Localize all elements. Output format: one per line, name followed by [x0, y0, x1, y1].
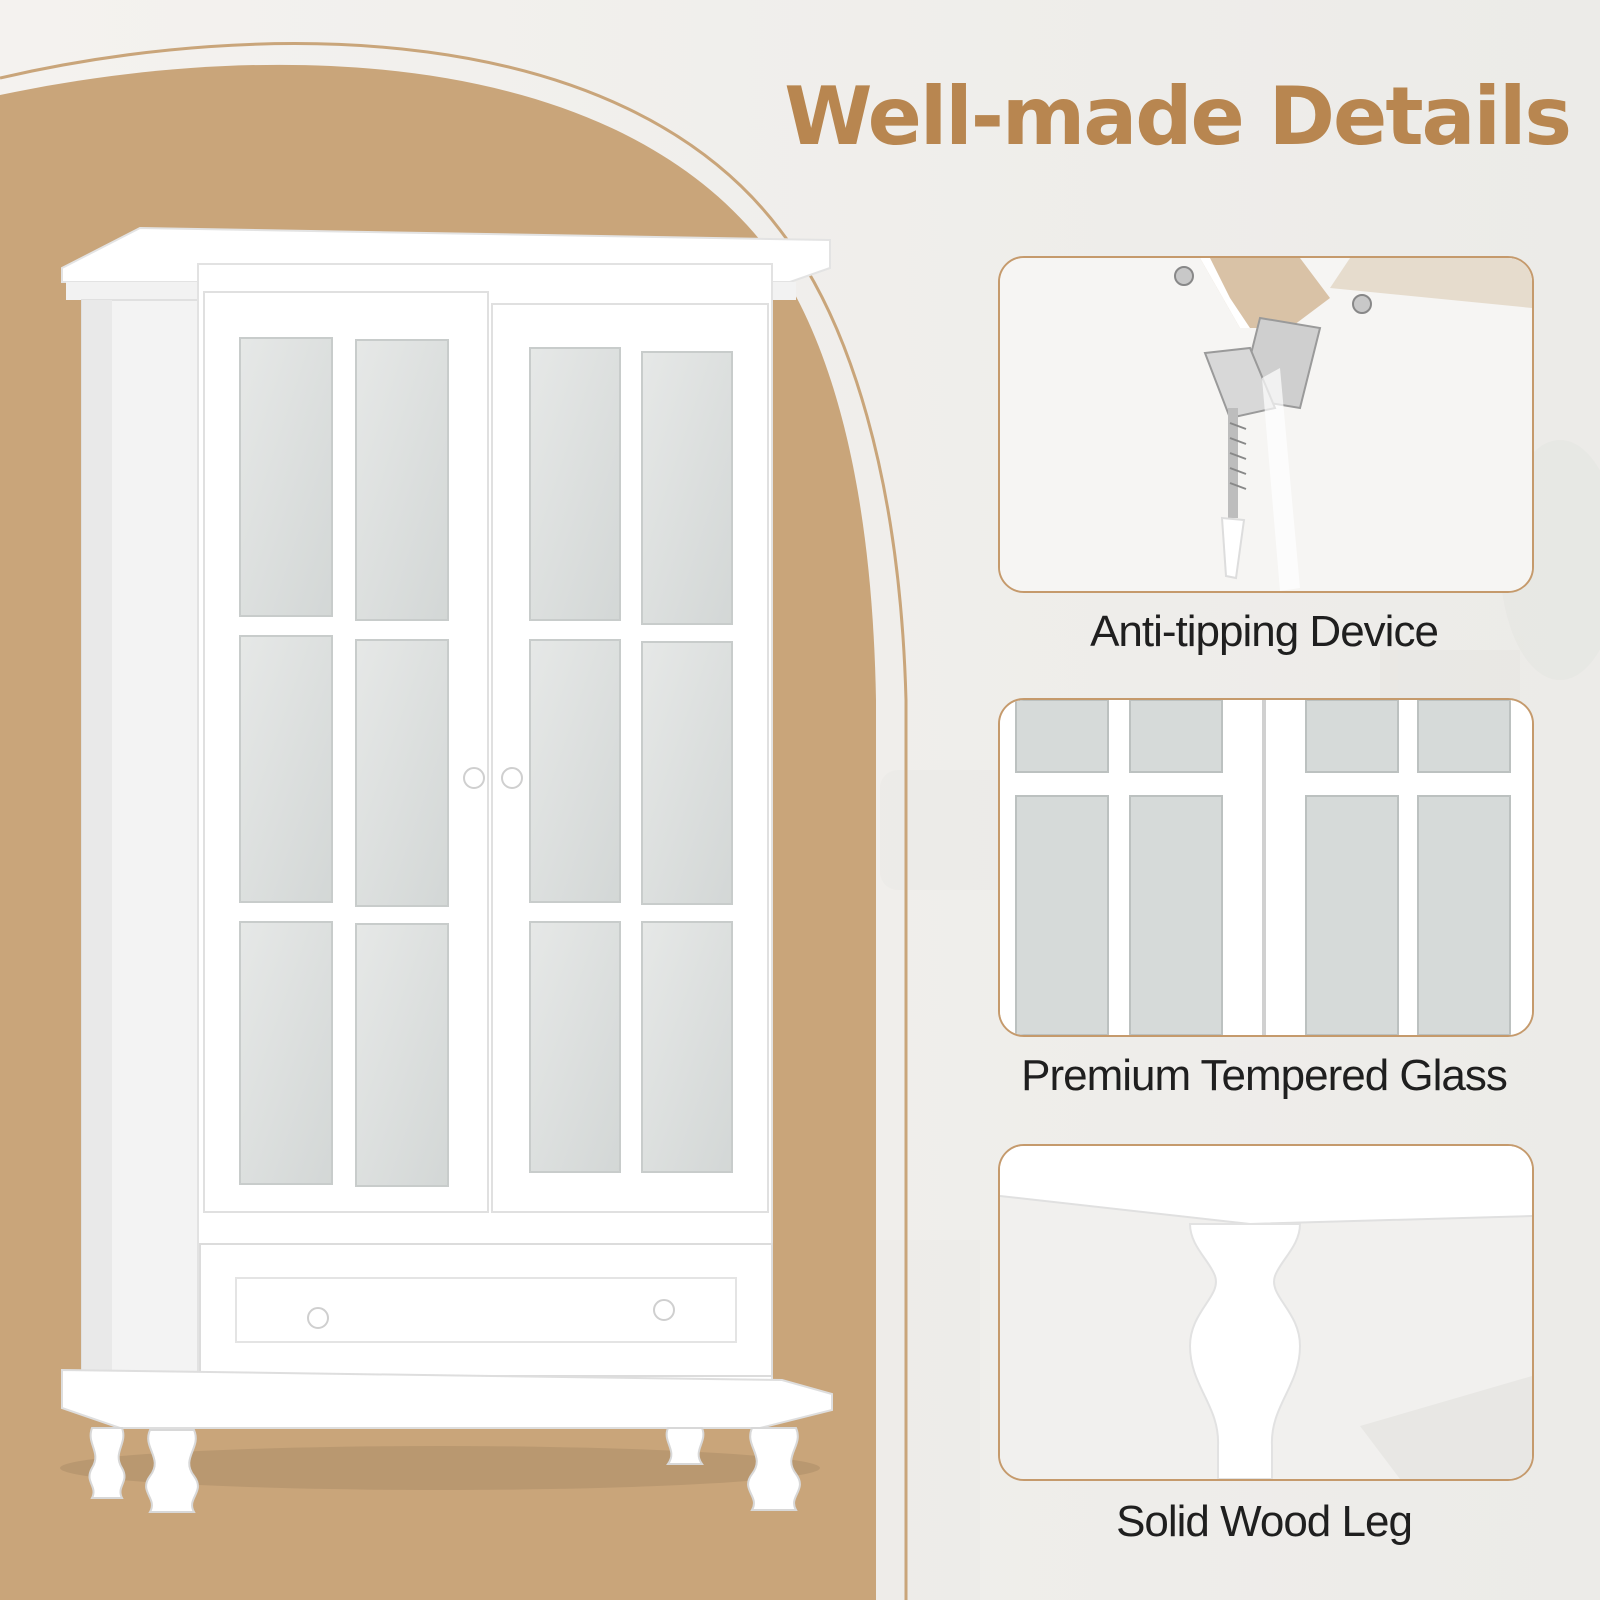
tempered-glass-caption: Premium Tempered Glass	[1021, 1051, 1508, 1100]
cabinet	[61, 226, 833, 1513]
tempered-glass-panel	[998, 698, 1534, 1037]
page-title: Well-made Details	[784, 70, 1572, 163]
left-door-knob	[463, 767, 485, 789]
wood-leg-panel	[998, 1144, 1534, 1481]
drawer-knob-left	[307, 1307, 329, 1329]
anti-tipping-panel	[998, 256, 1534, 593]
anti-tipping-caption: Anti-tipping Device	[1090, 607, 1439, 656]
cabinet-base	[61, 1368, 833, 1429]
cabinet-legs	[88, 1427, 801, 1513]
right-door-glass	[529, 347, 733, 1173]
anti-tipping-bracket-icon	[1000, 258, 1532, 591]
arch-outline	[0, 42, 908, 1600]
wood-leg-caption: Solid Wood Leg	[1116, 1497, 1413, 1546]
right-door-knob	[501, 767, 523, 789]
wood-leg-icon	[1000, 1146, 1532, 1479]
left-door-glass	[239, 337, 449, 1187]
tempered-glass-door-icon	[1000, 700, 1532, 1035]
drawer-knob-right	[653, 1299, 675, 1321]
drawer	[199, 1243, 773, 1377]
